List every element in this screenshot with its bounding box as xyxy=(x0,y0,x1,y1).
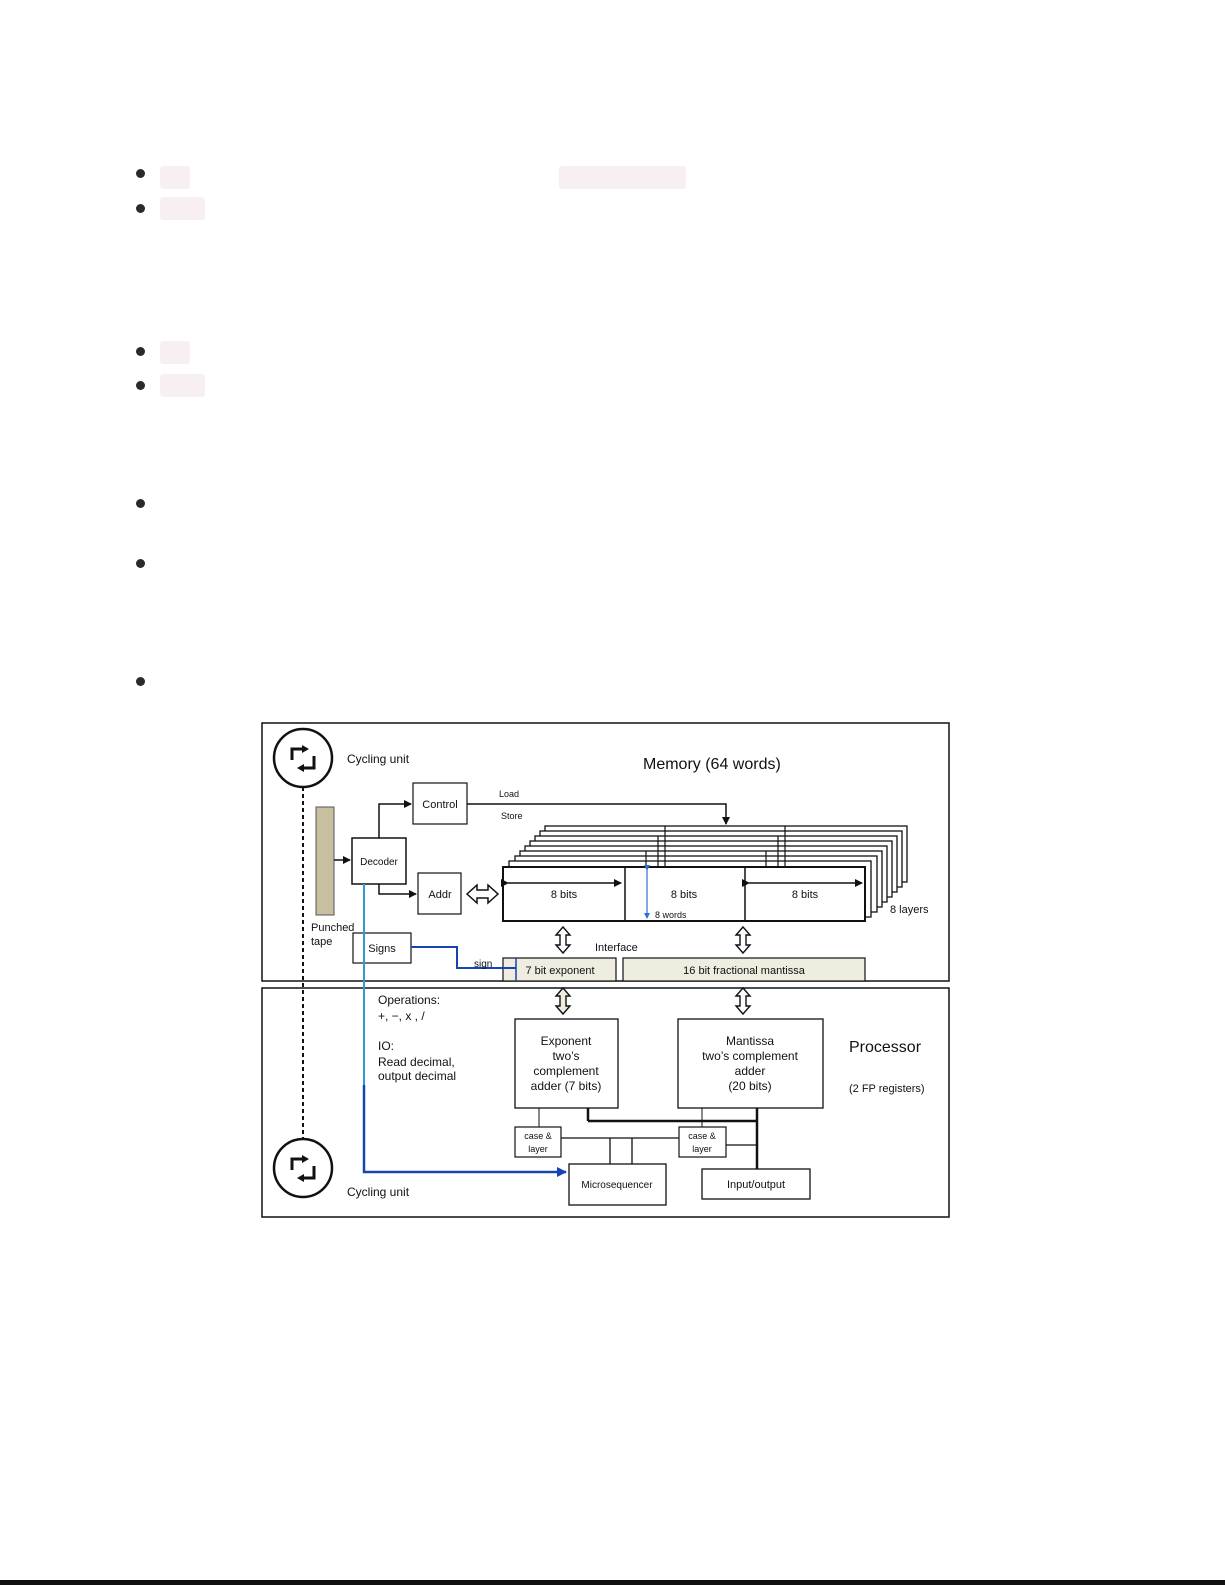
interface-label: Interface xyxy=(595,942,638,954)
cycling-unit-bottom-label: Cycling unit xyxy=(347,1185,410,1199)
case-layer-label: case & xyxy=(524,1131,552,1141)
inline-code xyxy=(160,166,190,189)
control-to-memory-arrow xyxy=(467,803,730,825)
processor-bus xyxy=(538,1108,759,1169)
bullet xyxy=(136,347,145,356)
memory-title: Memory (64 words) xyxy=(643,756,781,773)
bits-left-label: 8 bits xyxy=(551,889,578,901)
memory-interface-arrow xyxy=(554,925,572,955)
mantissa-field xyxy=(622,957,866,982)
control-label: Control xyxy=(422,799,457,811)
addr-label: Addr xyxy=(428,889,452,901)
operations-label: Operations: xyxy=(378,993,440,1007)
io-line: output decimal xyxy=(378,1069,456,1083)
store-label: Store xyxy=(501,811,523,821)
mantissa-adder-label: two’s complement xyxy=(702,1049,798,1063)
signs-box xyxy=(352,932,412,964)
bullet xyxy=(136,381,145,390)
exponent-adder-label: adder (7 bits) xyxy=(531,1079,602,1093)
memory-front-layer xyxy=(502,866,866,922)
memory-interface-arrow xyxy=(734,925,752,955)
fp-registers-label: (2 FP registers) xyxy=(849,1083,925,1095)
punched-tape xyxy=(315,806,335,916)
input-output-label: Input/output xyxy=(727,1179,785,1191)
case-layer-label: case & xyxy=(688,1131,716,1141)
decoder-to-control-arrow xyxy=(378,800,412,838)
case-layer-left-box xyxy=(514,1126,562,1158)
decoder-box xyxy=(351,837,407,885)
io-line: Read decimal, xyxy=(378,1055,455,1069)
bits-right-label: 8 bits xyxy=(792,889,819,901)
inline-code xyxy=(160,341,190,364)
words-label: 8 words xyxy=(655,910,687,920)
bits-mid-label: 8 bits xyxy=(671,889,698,901)
page-bottom-rule xyxy=(0,1580,1225,1585)
bullet xyxy=(136,169,145,178)
mantissa-adder-box xyxy=(677,1018,824,1109)
processor-title: Processor xyxy=(849,1039,922,1056)
mantissa-adder-label: adder xyxy=(735,1064,766,1078)
addr-box xyxy=(417,872,462,915)
addr-memory-double-arrow xyxy=(465,883,500,905)
input-output-box xyxy=(701,1168,811,1200)
bullet xyxy=(136,559,145,568)
case-layer-label: layer xyxy=(692,1144,712,1154)
cycle-icon xyxy=(272,1137,334,1199)
mantissa-adder-label: Mantissa xyxy=(726,1034,774,1048)
mantissa-adder-label: (20 bits) xyxy=(728,1079,771,1093)
interface-processor-arrow xyxy=(554,986,572,1016)
decoder-to-addr-arrow xyxy=(378,884,417,898)
io-label: IO: xyxy=(378,1039,394,1053)
signs-to-interface-line xyxy=(411,946,516,969)
layers-label: 8 layers xyxy=(890,904,929,916)
inline-code xyxy=(160,374,205,397)
decoder-to-microsequencer-arrow xyxy=(362,1085,567,1177)
cycling-unit-top-label: Cycling unit xyxy=(347,752,410,766)
interface-processor-arrow xyxy=(734,986,752,1016)
inline-code xyxy=(559,166,686,189)
exponent-adder-label: complement xyxy=(533,1064,599,1078)
exponent-field xyxy=(502,957,617,982)
punched-tape-label: Punched xyxy=(311,922,354,934)
decoder-label: Decoder xyxy=(360,857,398,868)
bullet xyxy=(136,204,145,213)
microsequencer-box xyxy=(568,1163,667,1206)
bullet xyxy=(136,499,145,508)
exponent-adder-label: two’s xyxy=(552,1049,579,1063)
microsequencer-label: Microsequencer xyxy=(581,1180,653,1191)
mantissa-field-label: 16 bit fractional mantissa xyxy=(683,965,806,977)
operations-value: +, −, x , / xyxy=(378,1009,425,1023)
punched-tape-label: tape xyxy=(311,936,332,948)
exponent-adder-label: Exponent xyxy=(541,1034,592,1048)
exponent-field-label: 7 bit exponent xyxy=(525,965,594,977)
signs-label: Signs xyxy=(368,943,396,955)
case-layer-label: layer xyxy=(528,1144,548,1154)
load-label: Load xyxy=(499,789,519,799)
sign-label: sign xyxy=(474,959,492,970)
inline-code xyxy=(160,197,205,220)
case-layer-right-box xyxy=(678,1126,727,1158)
bullet xyxy=(136,677,145,686)
processor-frame xyxy=(261,987,950,1218)
exponent-adder-box xyxy=(514,1018,619,1109)
cycle-icon xyxy=(272,727,334,789)
